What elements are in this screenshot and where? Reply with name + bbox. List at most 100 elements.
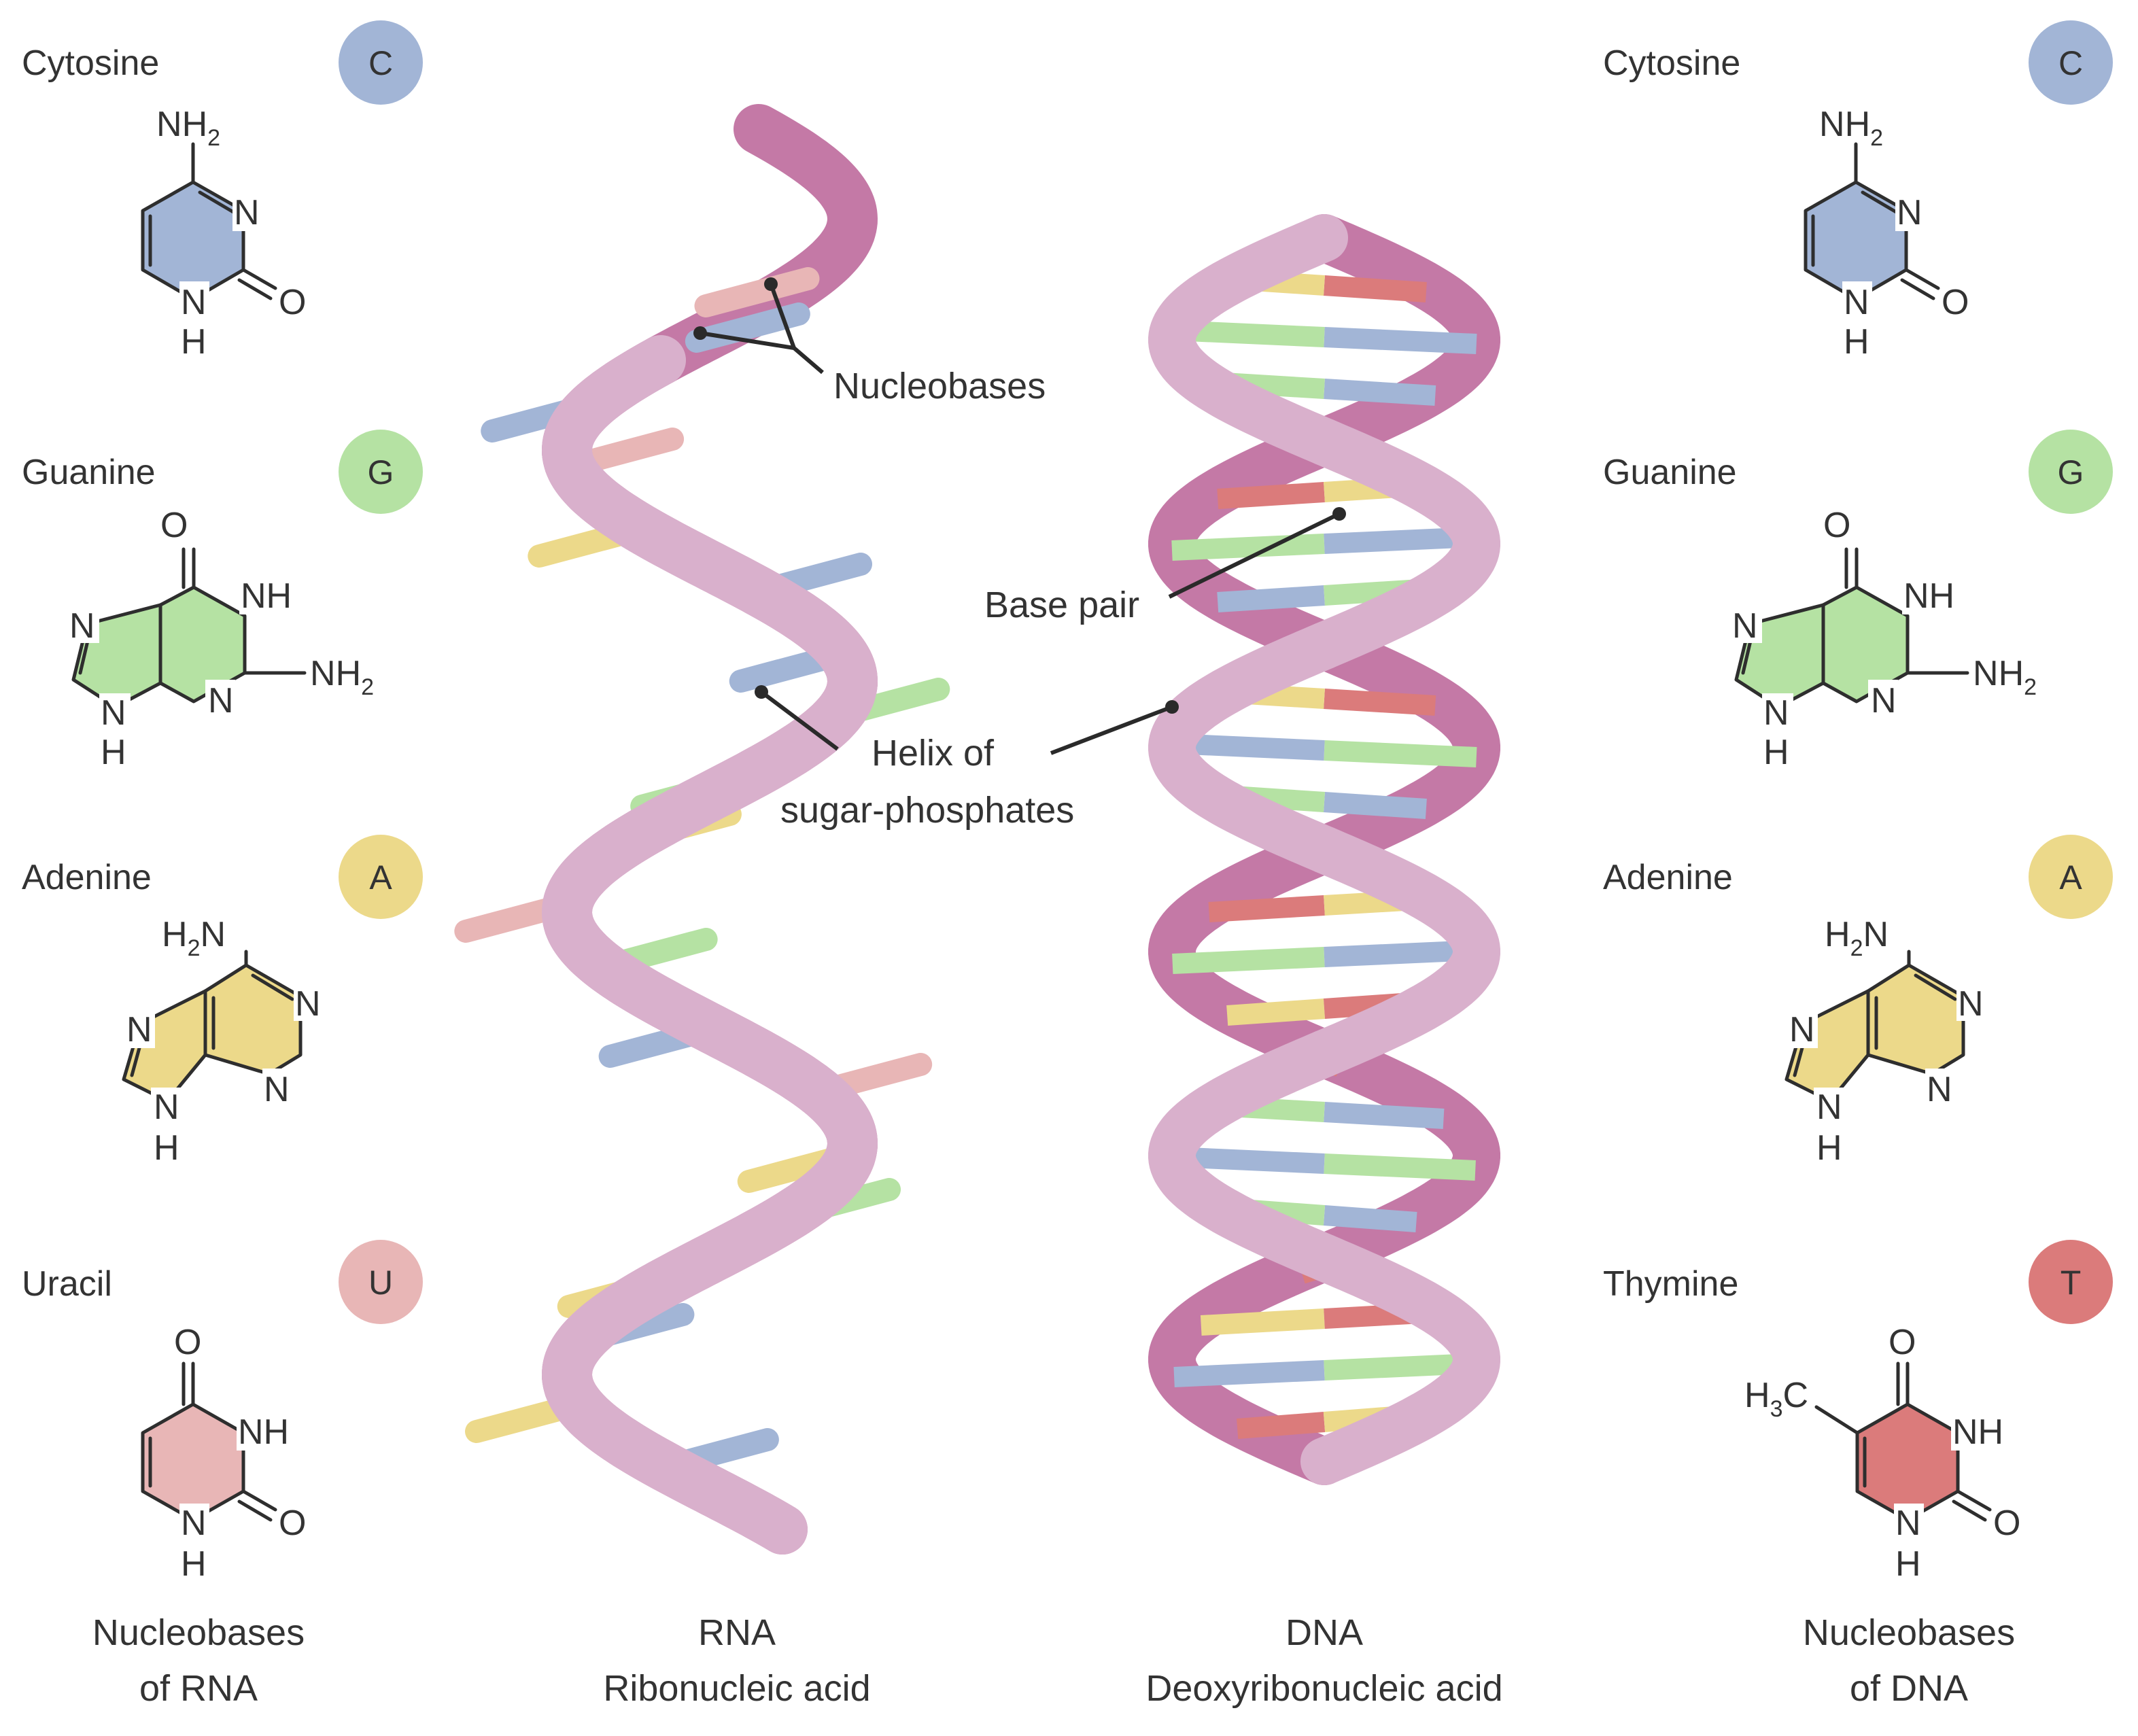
- svg-text:H: H: [1763, 733, 1789, 772]
- svg-text:N: N: [1958, 984, 1984, 1024]
- dna-nucleobases-caption: Nucleobases of DNA: [1803, 1612, 2015, 1709]
- rna-caption: RNA Ribonucleic acid: [603, 1612, 870, 1709]
- rna-nucleobase-stick: [694, 267, 820, 317]
- svg-text:N: N: [234, 193, 260, 232]
- dna-adenine-structure: H2N N N N N H: [1784, 915, 1986, 1168]
- svg-text:N: N: [1927, 1070, 1952, 1109]
- dna-thymine-badge: [2029, 1240, 2113, 1324]
- svg-text:NH2: NH2: [310, 654, 374, 700]
- svg-text:O: O: [1889, 1323, 1916, 1362]
- dna-strand-2: [1148, 1030, 1348, 1281]
- dna-base-pair-half: [1171, 534, 1325, 561]
- svg-text:N: N: [1789, 1010, 1815, 1049]
- svg-text:H: H: [1895, 1544, 1921, 1584]
- svg-text:Nucleobases: Nucleobases: [1803, 1612, 2015, 1653]
- dna-guanine-structure: O NH N N N H NH2: [1731, 506, 2037, 772]
- svg-text:H: H: [1844, 322, 1869, 362]
- rna-cytosine-badge: [339, 20, 423, 105]
- svg-text:NH2: NH2: [1973, 654, 2037, 700]
- rna-cytosine-entry: Cytosine C NH2 N N H O: [22, 20, 423, 362]
- dna-base-pair-half: [1200, 1308, 1325, 1336]
- dna-cytosine-name: Cytosine: [1603, 44, 1740, 83]
- svg-text:NH: NH: [1903, 576, 1954, 616]
- svg-text:N: N: [154, 1088, 179, 1127]
- dna-cytosine-structure: NH2 N N H O: [1804, 105, 1969, 362]
- svg-text:N: N: [1844, 283, 1869, 322]
- svg-text:O: O: [1993, 1504, 2020, 1543]
- dna-base-pair-half: [1173, 1360, 1325, 1387]
- dna-backbone-front: [1148, 214, 1500, 1485]
- rna-strand-front: [636, 1028, 878, 1310]
- dna-base-pair-half: [1324, 740, 1477, 767]
- svg-text:NH: NH: [241, 576, 292, 616]
- dna-guanine-entry: Guanine G O NH N N N H NH2: [1603, 430, 2113, 772]
- dna-cytosine-letter: C: [2058, 44, 2083, 82]
- svg-text:Nucleobases: Nucleobases: [92, 1612, 305, 1653]
- dna-adenine-entry: Adenine A H2N N N N N H: [1603, 835, 2113, 1168]
- svg-text:H: H: [101, 733, 126, 772]
- svg-text:Deoxyribonucleic acid: Deoxyribonucleic acid: [1145, 1668, 1502, 1709]
- rna-guanine-badge: [339, 430, 423, 514]
- dna-base-pair-half: [1324, 792, 1427, 819]
- rna-nucleobases-caption: Nucleobases of RNA: [92, 1612, 305, 1709]
- svg-text:NH2: NH2: [1819, 105, 1883, 151]
- rna-strand-front: [636, 566, 878, 848]
- dna-strand-2: [1148, 214, 1348, 466]
- svg-text:NH: NH: [1952, 1412, 2003, 1452]
- dna-base-pair-half: [1324, 1153, 1476, 1181]
- nucleobases-callout: Nucleobases: [693, 277, 1046, 406]
- rna-guanine-entry: Guanine G O NH N N N H NH2: [22, 430, 423, 772]
- svg-text:of RNA: of RNA: [139, 1668, 258, 1709]
- svg-text:N: N: [1763, 693, 1789, 733]
- dna-strand-2: [1148, 622, 1348, 873]
- dna-base-pair-half: [1324, 327, 1477, 354]
- dna-base-pair-half: [1323, 1205, 1417, 1232]
- svg-text:DNA: DNA: [1286, 1612, 1363, 1653]
- dna-base-pair-half: [1171, 733, 1325, 761]
- rna-adenine-entry: Adenine A H2N N N N N H: [22, 835, 423, 1168]
- svg-text:N: N: [295, 984, 321, 1024]
- dna-double-helix: [1148, 214, 1500, 1485]
- dna-guanine-name: Guanine: [1603, 453, 1737, 492]
- svg-text:O: O: [279, 283, 306, 322]
- svg-text:N: N: [181, 1504, 207, 1543]
- svg-text:H: H: [1816, 1128, 1842, 1168]
- svg-text:O: O: [1823, 506, 1850, 545]
- svg-text:NH: NH: [238, 1412, 289, 1452]
- dna-caption: DNA Deoxyribonucleic acid: [1145, 1612, 1502, 1709]
- base-pair-callout: Base pair: [984, 507, 1346, 625]
- dna-base-pair-half: [1324, 689, 1436, 716]
- rna-strand-front: [541, 335, 784, 617]
- svg-text:O: O: [174, 1323, 201, 1362]
- svg-text:O: O: [160, 506, 188, 545]
- dna-base-pair-half: [1217, 482, 1325, 509]
- svg-text:H: H: [181, 322, 207, 362]
- dna-base-pair-half: [1324, 1353, 1475, 1381]
- rna-helix: [454, 104, 950, 1555]
- rna-adenine-badge: [339, 835, 423, 919]
- svg-text:N: N: [264, 1070, 290, 1109]
- rna-guanine-name: Guanine: [22, 453, 156, 492]
- dna-cytosine-badge: [2029, 20, 2113, 105]
- dna-thymine-letter: T: [2061, 1264, 2082, 1302]
- rna-cytosine-structure: NH2 N N H O: [141, 105, 306, 362]
- rna-uracil-name: Uracil: [22, 1264, 112, 1304]
- dna-thymine-entry: Thymine T O H3C NH N H O: [1603, 1240, 2113, 1584]
- svg-text:N: N: [208, 681, 234, 721]
- svg-text:N: N: [1732, 606, 1758, 646]
- dna-thymine-name: Thymine: [1603, 1264, 1738, 1304]
- svg-text:of DNA: of DNA: [1850, 1668, 1968, 1709]
- svg-text:H: H: [181, 1544, 207, 1584]
- rna-cytosine-name: Cytosine: [22, 44, 159, 83]
- rna-backbone-front: [541, 335, 878, 1555]
- svg-text:H2N: H2N: [1825, 915, 1889, 961]
- dna-adenine-badge: [2029, 835, 2113, 919]
- rna-uracil-entry: Uracil U O NH N H O: [22, 1240, 423, 1584]
- svg-text:N: N: [1895, 1504, 1921, 1543]
- dna-base-pair-half: [1226, 999, 1326, 1026]
- rna-adenine-structure: H2N N N N N H: [122, 915, 324, 1168]
- svg-text:N: N: [1816, 1088, 1842, 1127]
- base-pair-callout-label: Base pair: [984, 585, 1139, 625]
- dna-base-pair-half: [1173, 1147, 1325, 1174]
